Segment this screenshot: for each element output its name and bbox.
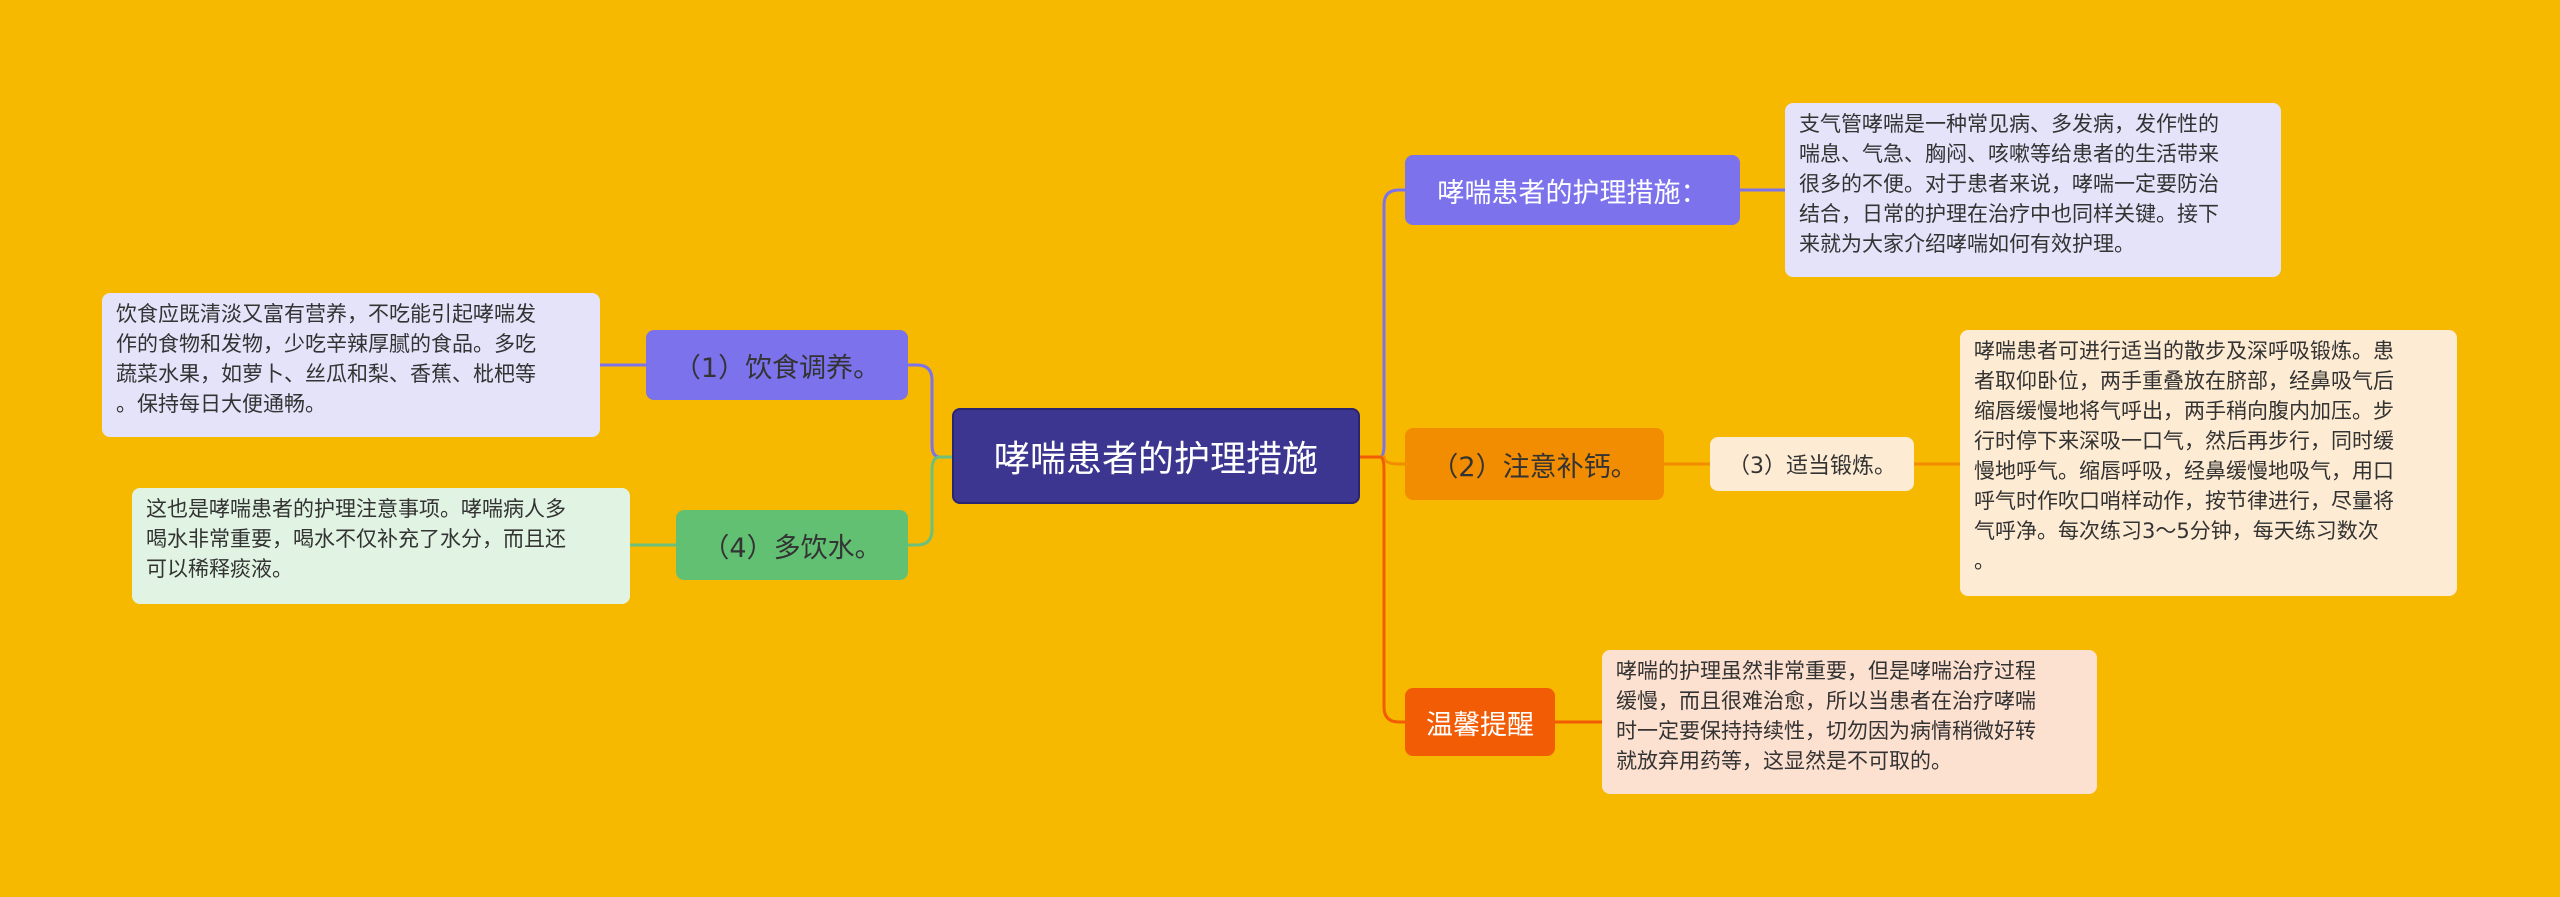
note-line: 蔬菜水果，如萝卜、丝瓜和梨、香蕉、枇杷等 xyxy=(116,362,536,386)
branch-calcium[interactable]: （2）注意补钙。 xyxy=(1405,428,1664,500)
note-line: 缩唇缓慢地将气呼出，两手稍向腹内加压。步 xyxy=(1974,399,2394,423)
branch-measures-label: 哮喘患者的护理措施： xyxy=(1437,177,1708,209)
note-line: 时一定要保持持续性，切勿因为病情稍微好转 xyxy=(1616,719,2036,743)
note-line: 支气管哮喘是一种常见病、多发病，发作性的 xyxy=(1799,112,2219,136)
note-line: 哮喘的护理虽然非常重要，但是哮喘治疗过程 xyxy=(1616,659,2036,683)
note-line: 哮喘患者可进行适当的散步及深呼吸锻炼。患 xyxy=(1974,339,2394,363)
note-line: 。 xyxy=(1974,549,1995,573)
center-label: 哮喘患者的护理措施 xyxy=(993,439,1318,480)
note-line: 可以稀释痰液。 xyxy=(146,557,293,581)
note-exercise: 哮喘患者可进行适当的散步及深呼吸锻炼。患 者取仰卧位，两手重叠放在脐部，经鼻吸气… xyxy=(1960,330,2457,596)
branch-reminder-label: 温馨提醒 xyxy=(1426,709,1534,741)
note-line: 喘息、气急、胸闷、咳嗽等给患者的生活带来 xyxy=(1799,142,2219,166)
note-line: 缓慢，而且很难治愈，所以当患者在治疗哮喘 xyxy=(1616,689,2036,713)
link-center-measures xyxy=(1360,188,1405,459)
branch-reminder[interactable]: 温馨提醒 xyxy=(1405,688,1555,756)
note-diet: 饮食应既清淡又富有营养，不吃能引起哮喘发 作的食物和发物，少吃辛辣厚腻的食品。多… xyxy=(102,293,600,437)
branch-diet-label: （1）饮食调养。 xyxy=(673,352,881,384)
note-water: 这也是哮喘患者的护理注意事项。哮喘病人多 喝水非常重要，喝水不仅补充了水分，而且… xyxy=(132,488,630,604)
note-reminder: 哮喘的护理虽然非常重要，但是哮喘治疗过程 缓慢，而且很难治愈，所以当患者在治疗哮… xyxy=(1602,650,2097,794)
note-line: 喝水非常重要，喝水不仅补充了水分，而且还 xyxy=(146,527,566,551)
note-line: 很多的不便。对于患者来说，哮喘一定要防治 xyxy=(1799,172,2219,196)
link-center-reminder xyxy=(1360,455,1405,724)
note-line: 呼气时作吹口哨样动作，按节律进行，尽量将 xyxy=(1974,489,2394,513)
note-line: 。保持每日大便通畅。 xyxy=(116,392,326,416)
sub-exercise-label: （3）适当锻炼。 xyxy=(1728,454,1896,479)
note-line: 行时停下来深吸一口气，然后再步行，同时缓 xyxy=(1974,429,2394,453)
branch-water[interactable]: （4）多饮水。 xyxy=(676,510,908,580)
note-line: 慢地呼气。缩唇呼吸，经鼻缓慢地吸气，用口 xyxy=(1974,459,2394,483)
link-center-calcium xyxy=(1360,455,1405,466)
link-center-diet xyxy=(908,363,952,459)
branch-measures[interactable]: 哮喘患者的护理措施： xyxy=(1405,155,1740,225)
branch-diet[interactable]: （1）饮食调养。 xyxy=(646,330,908,400)
center-node[interactable]: 哮喘患者的护理措施 xyxy=(952,408,1360,504)
note-measures: 支气管哮喘是一种常见病、多发病，发作性的 喘息、气急、胸闷、咳嗽等给患者的生活带… xyxy=(1785,103,2281,277)
note-line: 气呼净。每次练习3～5分钟，每天练习数次 xyxy=(1974,519,2379,543)
branch-calcium-label: （2）注意补钙。 xyxy=(1431,451,1638,483)
sub-exercise[interactable]: （3）适当锻炼。 xyxy=(1710,437,1914,491)
note-line: 者取仰卧位，两手重叠放在脐部，经鼻吸气后 xyxy=(1974,369,2394,393)
note-line: 作的食物和发物，少吃辛辣厚腻的食品。多吃 xyxy=(116,332,536,356)
note-line: 就放弃用药等，这显然是不可取的。 xyxy=(1616,749,1952,773)
note-line: 结合，日常的护理在治疗中也同样关键。接下 xyxy=(1799,202,2219,226)
branch-water-label: （4）多饮水。 xyxy=(702,532,882,564)
note-line: 这也是哮喘患者的护理注意事项。哮喘病人多 xyxy=(146,497,566,521)
note-line: 来就为大家介绍哮喘如何有效护理。 xyxy=(1799,232,2135,256)
note-line: 饮食应既清淡又富有营养，不吃能引起哮喘发 xyxy=(116,302,536,326)
link-center-water xyxy=(908,455,952,547)
